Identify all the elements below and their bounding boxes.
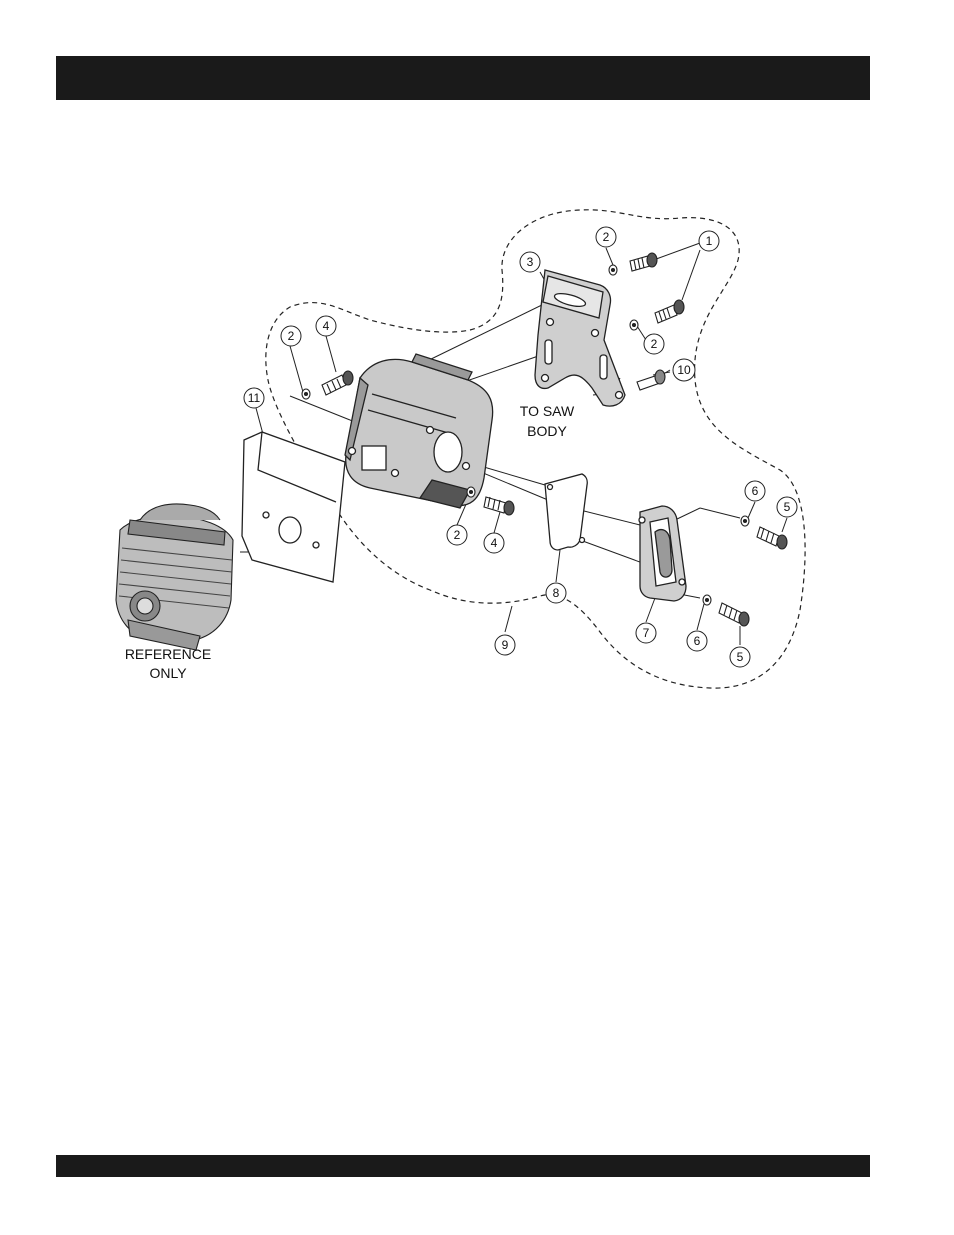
svg-text:6: 6	[752, 484, 759, 498]
note-to-saw-body-line1: TO SAW	[520, 403, 575, 419]
callouts: 1 2 2 2 2 3 4 4 5 5 6 6 7 8 9 10 11	[244, 227, 797, 667]
callout-2-top: 2	[596, 227, 616, 247]
callout-5-upper: 5	[777, 497, 797, 517]
svg-text:2: 2	[603, 230, 610, 244]
svg-text:5: 5	[784, 500, 791, 514]
spark-arrestor-cover	[639, 506, 686, 601]
muffler-bracket	[535, 270, 625, 406]
svg-text:4: 4	[323, 319, 330, 333]
screw-right-lower	[719, 603, 749, 626]
svg-text:4: 4	[491, 536, 498, 550]
washer-center	[467, 487, 475, 497]
callout-4-left: 4	[316, 316, 336, 336]
callout-9: 9	[495, 635, 515, 655]
svg-text:2: 2	[288, 329, 295, 343]
callout-5-lower: 5	[730, 647, 750, 667]
washer-right-lower	[703, 595, 711, 605]
svg-text:7: 7	[643, 626, 650, 640]
callout-7: 7	[636, 623, 656, 643]
svg-text:2: 2	[454, 528, 461, 542]
muffler-gasket	[545, 474, 587, 550]
screw-left	[322, 371, 353, 395]
callout-10: 10	[673, 359, 695, 381]
svg-text:5: 5	[737, 650, 744, 664]
note-reference-line1: REFERENCE	[125, 646, 211, 662]
callout-1: 1	[699, 231, 719, 251]
svg-text:9: 9	[502, 638, 509, 652]
engine-cylinder-reference	[116, 504, 233, 650]
callout-6-lower: 6	[687, 631, 707, 651]
callout-2-right: 2	[644, 334, 664, 354]
svg-text:6: 6	[694, 634, 701, 648]
callout-4-center: 4	[484, 533, 504, 553]
screw-center	[484, 497, 514, 515]
heat-shield-plate	[242, 432, 345, 582]
callout-8: 8	[546, 583, 566, 603]
callout-11: 11	[244, 388, 264, 408]
screw-top	[630, 253, 657, 271]
svg-text:8: 8	[553, 586, 560, 600]
svg-text:2: 2	[651, 337, 658, 351]
callout-2-center: 2	[447, 525, 467, 545]
callout-2-left: 2	[281, 326, 301, 346]
washer-left	[302, 389, 310, 399]
note-to-saw-body-line2: BODY	[527, 423, 567, 439]
washer-middle	[630, 320, 638, 330]
callout-3: 3	[520, 252, 540, 272]
screw-middle	[655, 300, 684, 323]
muffler-body	[345, 354, 493, 508]
screw-10	[637, 370, 665, 390]
washer-top	[609, 265, 617, 275]
note-reference-line2: ONLY	[149, 665, 187, 681]
svg-text:11: 11	[248, 391, 261, 405]
svg-text:1: 1	[706, 234, 713, 248]
svg-text:10: 10	[677, 363, 691, 377]
svg-text:3: 3	[527, 255, 534, 269]
callout-6-upper: 6	[745, 481, 765, 501]
washer-right-upper	[741, 516, 749, 526]
